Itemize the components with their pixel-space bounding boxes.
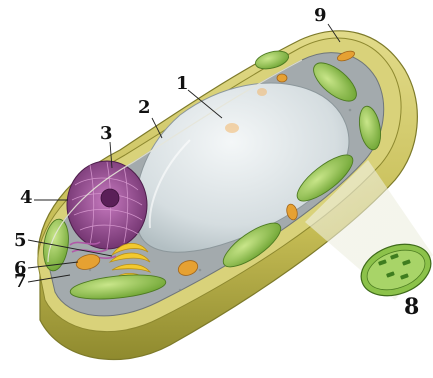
- nucleus: [67, 161, 147, 249]
- label-4: 4: [20, 189, 33, 207]
- label-5: 5: [14, 232, 27, 250]
- label-3: 3: [100, 125, 113, 143]
- label-1: 1: [176, 75, 189, 93]
- label-8: 8: [404, 296, 419, 318]
- label-9: 9: [314, 7, 327, 25]
- label-7: 7: [14, 273, 27, 291]
- label-2: 2: [138, 99, 151, 117]
